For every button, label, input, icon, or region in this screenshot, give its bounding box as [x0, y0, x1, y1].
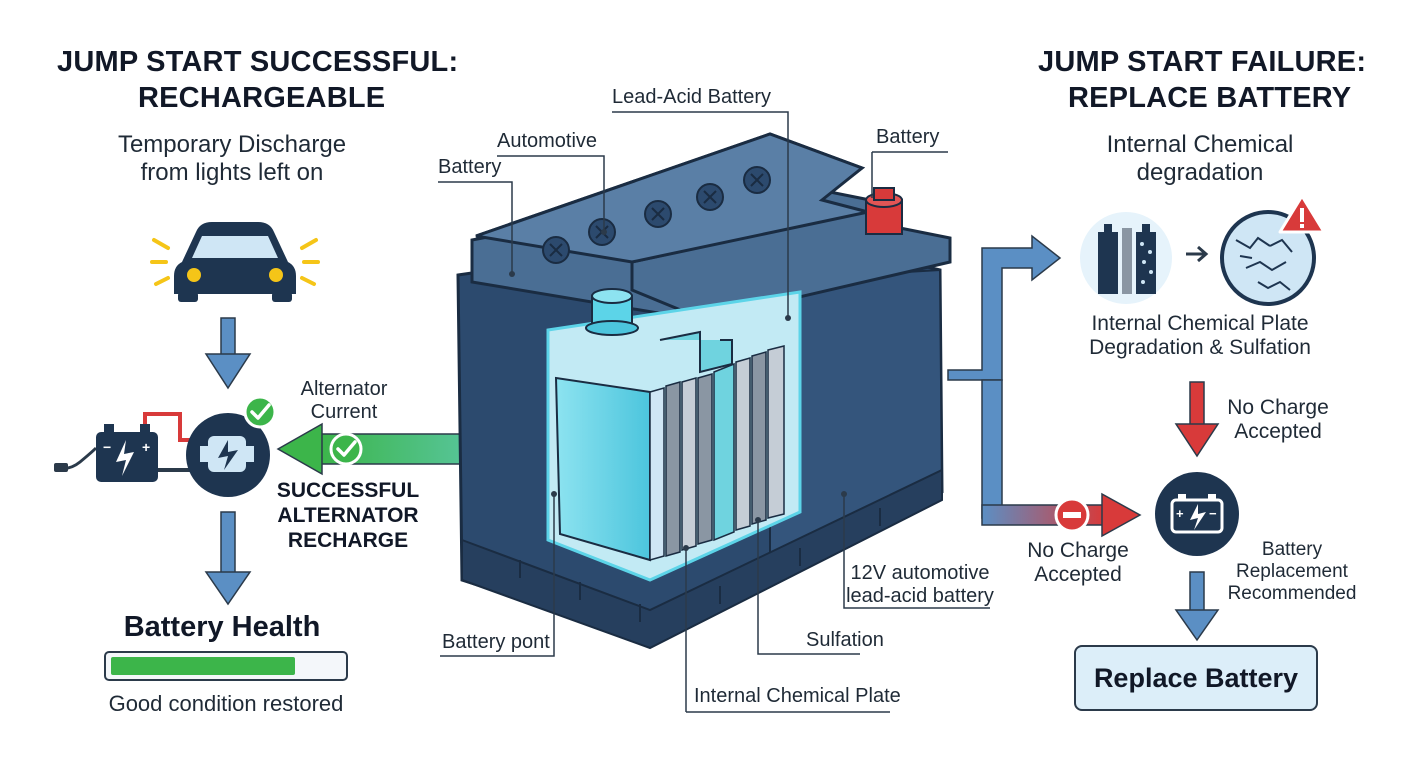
recharge-line2: ALTERNATOR	[277, 504, 419, 528]
no-charge-top-line2: Accepted	[1234, 420, 1322, 444]
replace-battery-button[interactable]: Replace Battery	[1074, 645, 1318, 711]
failure-title-line2: REPLACE BATTERY	[1068, 82, 1352, 114]
failure-cause-line2: degradation	[1136, 158, 1264, 186]
check-icon	[329, 432, 363, 466]
battery-health-title: Battery Health	[123, 611, 321, 643]
health-caption: Good condition restored	[108, 691, 344, 716]
internal-plate-label: Internal Chemical Plate	[694, 685, 901, 707]
12v-line2: lead-acid battery	[846, 585, 994, 607]
check-icon	[243, 395, 277, 429]
recharge-line3: RECHARGE	[287, 529, 409, 553]
success-title-line2: RECHARGEABLE	[138, 82, 386, 114]
success-title-line1: JUMP START SUCCESSFUL:	[57, 46, 459, 78]
svg-text:+: +	[1176, 506, 1184, 521]
car-headlights-icon	[150, 222, 320, 302]
recommend-line2: Replacement	[1236, 561, 1348, 583]
no-charge-left-line1: No Charge	[1027, 539, 1129, 562]
12v-line1: 12V automotive	[850, 562, 990, 584]
cause-line1: Temporary Discharge	[117, 131, 347, 158]
lead-acid-battery-illustration	[456, 132, 952, 650]
svg-text:−: −	[103, 439, 111, 455]
arrow-down-icon	[1174, 571, 1220, 642]
plate-line2: Degradation & Sulfation	[1089, 336, 1311, 360]
cracked-plate-icon	[1220, 210, 1316, 306]
recommend-line3: Recommended	[1227, 583, 1357, 605]
arrow-right-icon	[1186, 245, 1209, 263]
12v-battery-label: 12V automotive lead-acid battery	[840, 562, 1000, 608]
recharge-label: SUCCESSFUL ALTERNATOR RECHARGE	[274, 478, 422, 554]
no-charge-top-label: No Charge Accepted	[1218, 396, 1338, 444]
minus-icon	[1054, 497, 1090, 533]
recommend-line1: Battery	[1261, 539, 1323, 560]
svg-text:−: −	[1209, 506, 1217, 521]
recharge-line1: SUCCESSFUL	[276, 479, 420, 502]
battery-label-right: Battery	[876, 126, 940, 148]
battery-label-left: Battery	[438, 156, 502, 178]
lead-acid-battery-label: Lead-Acid Battery	[612, 86, 771, 108]
plate-cells-icon	[1080, 212, 1172, 304]
battery-health-bar	[104, 651, 348, 681]
failure-title-line1: JUMP START FAILURE:	[1038, 46, 1367, 78]
no-charge-top-line1: No Charge	[1227, 396, 1329, 419]
automotive-label: Automotive	[497, 130, 598, 152]
plate-line1: Internal Chemical Plate	[1091, 312, 1309, 335]
failure-flow-connector	[947, 234, 1142, 538]
plate-degradation-text: Internal Chemical Plate Degradation & Su…	[1070, 312, 1330, 360]
no-charge-left-label: No Charge Accepted	[1018, 539, 1138, 587]
arrow-down-icon	[204, 511, 252, 606]
arrow-down-red-icon	[1174, 381, 1220, 458]
replacement-recommended-label: Battery Replacement Recommended	[1222, 539, 1362, 605]
battery-health-fill	[111, 657, 295, 675]
alternator-line1: Alternator	[300, 378, 388, 400]
cause-line2: from lights left on	[140, 158, 324, 186]
battery-plug-icon: − +	[54, 412, 190, 482]
battery-pont-label: Battery pont	[442, 631, 550, 653]
no-charge-left-line2: Accepted	[1034, 563, 1122, 587]
alternator-icon	[186, 413, 270, 497]
alternator-current-label: Alternator Current	[280, 378, 408, 424]
cause-text: Temporary Discharge from lights left on	[92, 131, 372, 186]
battery-status-icon: + −	[1155, 472, 1239, 556]
alternator-line2: Current	[310, 401, 378, 423]
svg-text:+: +	[142, 439, 150, 455]
arrow-down-icon	[204, 317, 252, 390]
leader-lines	[438, 111, 990, 713]
sulfation-label: Sulfation	[806, 629, 884, 651]
warning-icon	[1278, 194, 1326, 234]
failure-cause-text: Internal Chemical degradation	[1070, 131, 1330, 186]
failure-cause-line1: Internal Chemical	[1106, 131, 1294, 158]
